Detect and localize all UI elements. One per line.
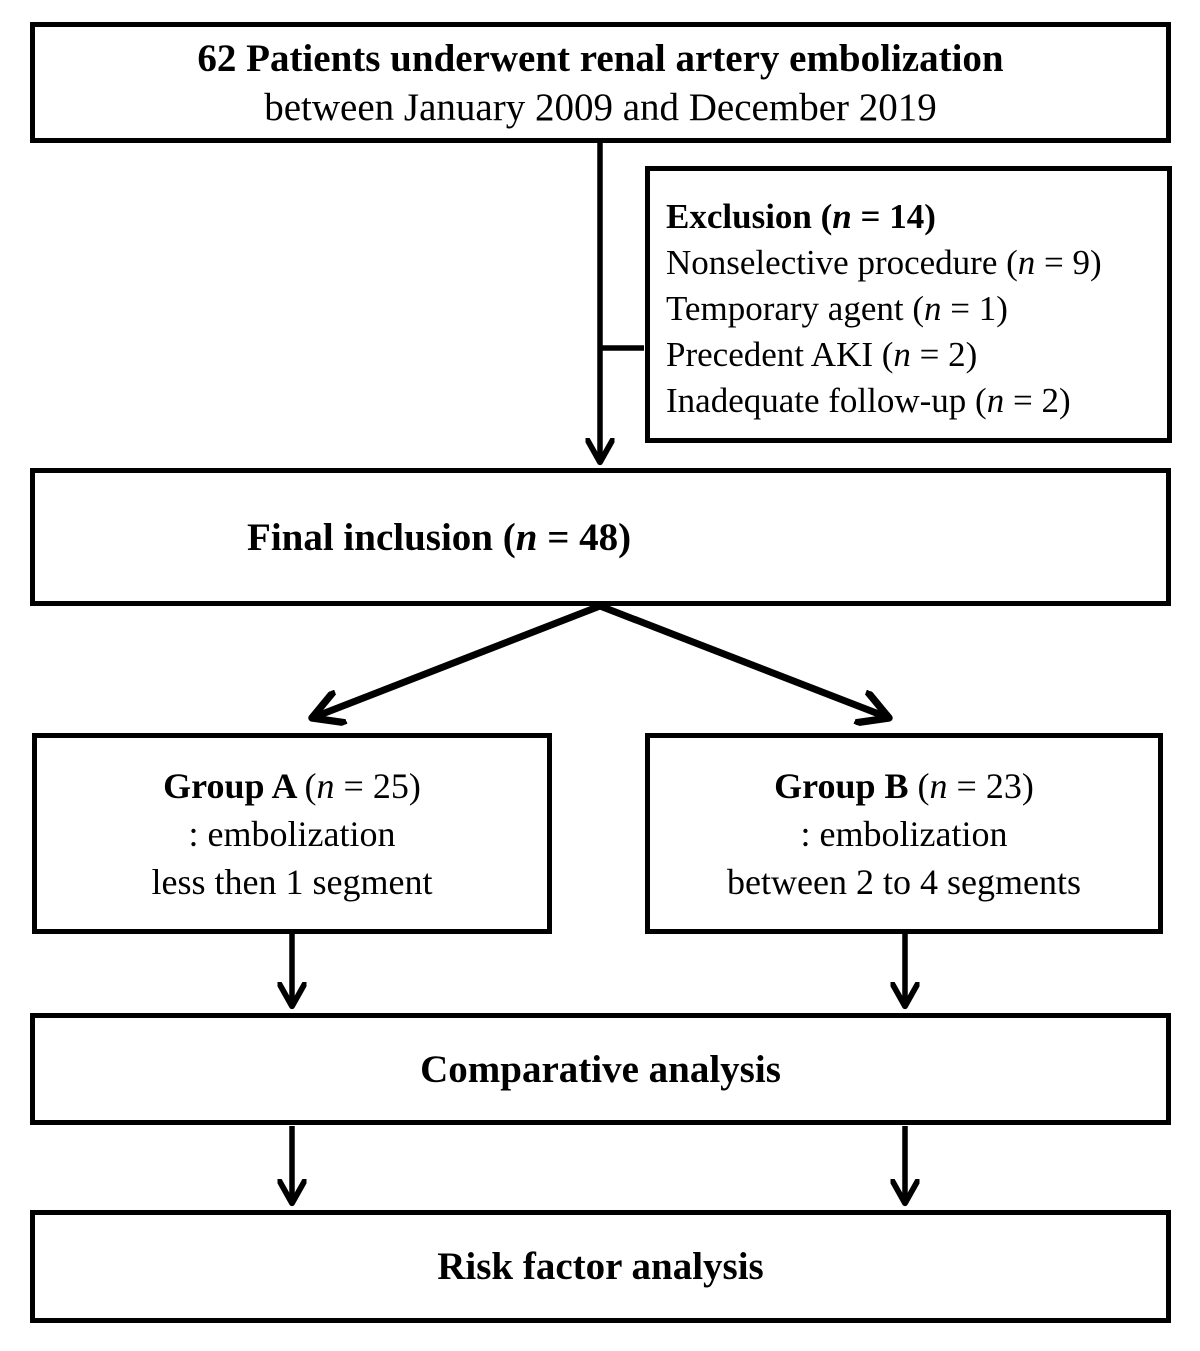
group-b-title-pre: ( [917, 765, 930, 806]
group-b-title-n: n [929, 765, 948, 806]
group-b-box: Group B (n = 23) : embolization between … [645, 733, 1163, 934]
exclusion-item-post: = 9) [1035, 243, 1102, 282]
group-b-line2: : embolization [800, 813, 1008, 854]
arrow-final-to-group-a [317, 602, 602, 716]
risk-factor-analysis-label: Risk factor analysis [437, 1245, 764, 1288]
exclusion-title-pre: Exclusion ( [666, 197, 833, 236]
exclusion-item-n: n [924, 289, 942, 328]
exclusion-item: Nonselective procedure (n = 9) [666, 240, 1157, 286]
exclusion-title-n: n [832, 197, 852, 236]
final-inclusion-label: Final inclusion (n = 48) [247, 515, 631, 560]
group-b-title-post: = 23) [947, 765, 1034, 806]
exclusion-item-pre: Temporary agent ( [666, 289, 924, 328]
exclusion-item: Temporary agent (n = 1) [666, 286, 1157, 332]
final-inclusion-box: Final inclusion (n = 48) [30, 468, 1171, 606]
comparative-analysis-box: Comparative analysis [30, 1013, 1171, 1125]
final-inclusion-post: = 48) [537, 515, 632, 559]
exclusion-item-pre: Nonselective procedure ( [666, 243, 1018, 282]
exclusion-item-n: n [986, 381, 1005, 420]
exclusion-item-post: = 1) [941, 289, 1008, 328]
patients-box: 62 Patients underwent renal artery embol… [30, 22, 1171, 143]
group-a-line2: : embolization [188, 813, 396, 854]
exclusion-item: Precedent AKI (n = 2) [666, 332, 1157, 378]
final-inclusion-pre: Final inclusion ( [247, 515, 516, 559]
group-a-title-post: = 25) [334, 765, 421, 806]
final-inclusion-n: n [515, 515, 538, 559]
exclusion-title-post: = 14) [851, 197, 936, 236]
exclusion-item-pre: Inadequate follow-up ( [666, 381, 987, 420]
group-b-line3: between 2 to 4 segments [727, 861, 1081, 902]
group-a-line3: less then 1 segment [151, 861, 433, 902]
risk-factor-analysis-box: Risk factor analysis [30, 1210, 1171, 1323]
group-b-title-bold: Group B [774, 765, 918, 806]
exclusion-item: Inadequate follow-up (n = 2) [666, 378, 1157, 424]
group-a-title-pre: ( [304, 765, 317, 806]
arrow-final-to-group-b [598, 602, 884, 716]
exclusion-title: Exclusion (n = 14) [666, 194, 1157, 240]
exclusion-item-post: = 2) [910, 335, 978, 374]
exclusion-item-n: n [893, 335, 911, 374]
group-b-title: Group B (n = 23) [774, 762, 1034, 810]
group-a-title-n: n [316, 765, 335, 806]
exclusion-box: Exclusion (n = 14) Nonselective procedur… [645, 166, 1172, 443]
exclusion-item-pre: Precedent AKI ( [666, 335, 894, 374]
exclusion-item-post: = 2) [1004, 381, 1071, 420]
group-a-title-bold: Group A [163, 765, 305, 806]
group-a-box: Group A (n = 25) : embolization less the… [32, 733, 552, 934]
patients-line1: 62 Patients underwent renal artery embol… [197, 36, 1004, 80]
group-a-title: Group A (n = 25) [163, 762, 421, 810]
patients-line2: between January 2009 and December 2019 [264, 85, 937, 129]
exclusion-item-n: n [1017, 243, 1036, 282]
comparative-analysis-label: Comparative analysis [420, 1047, 781, 1091]
